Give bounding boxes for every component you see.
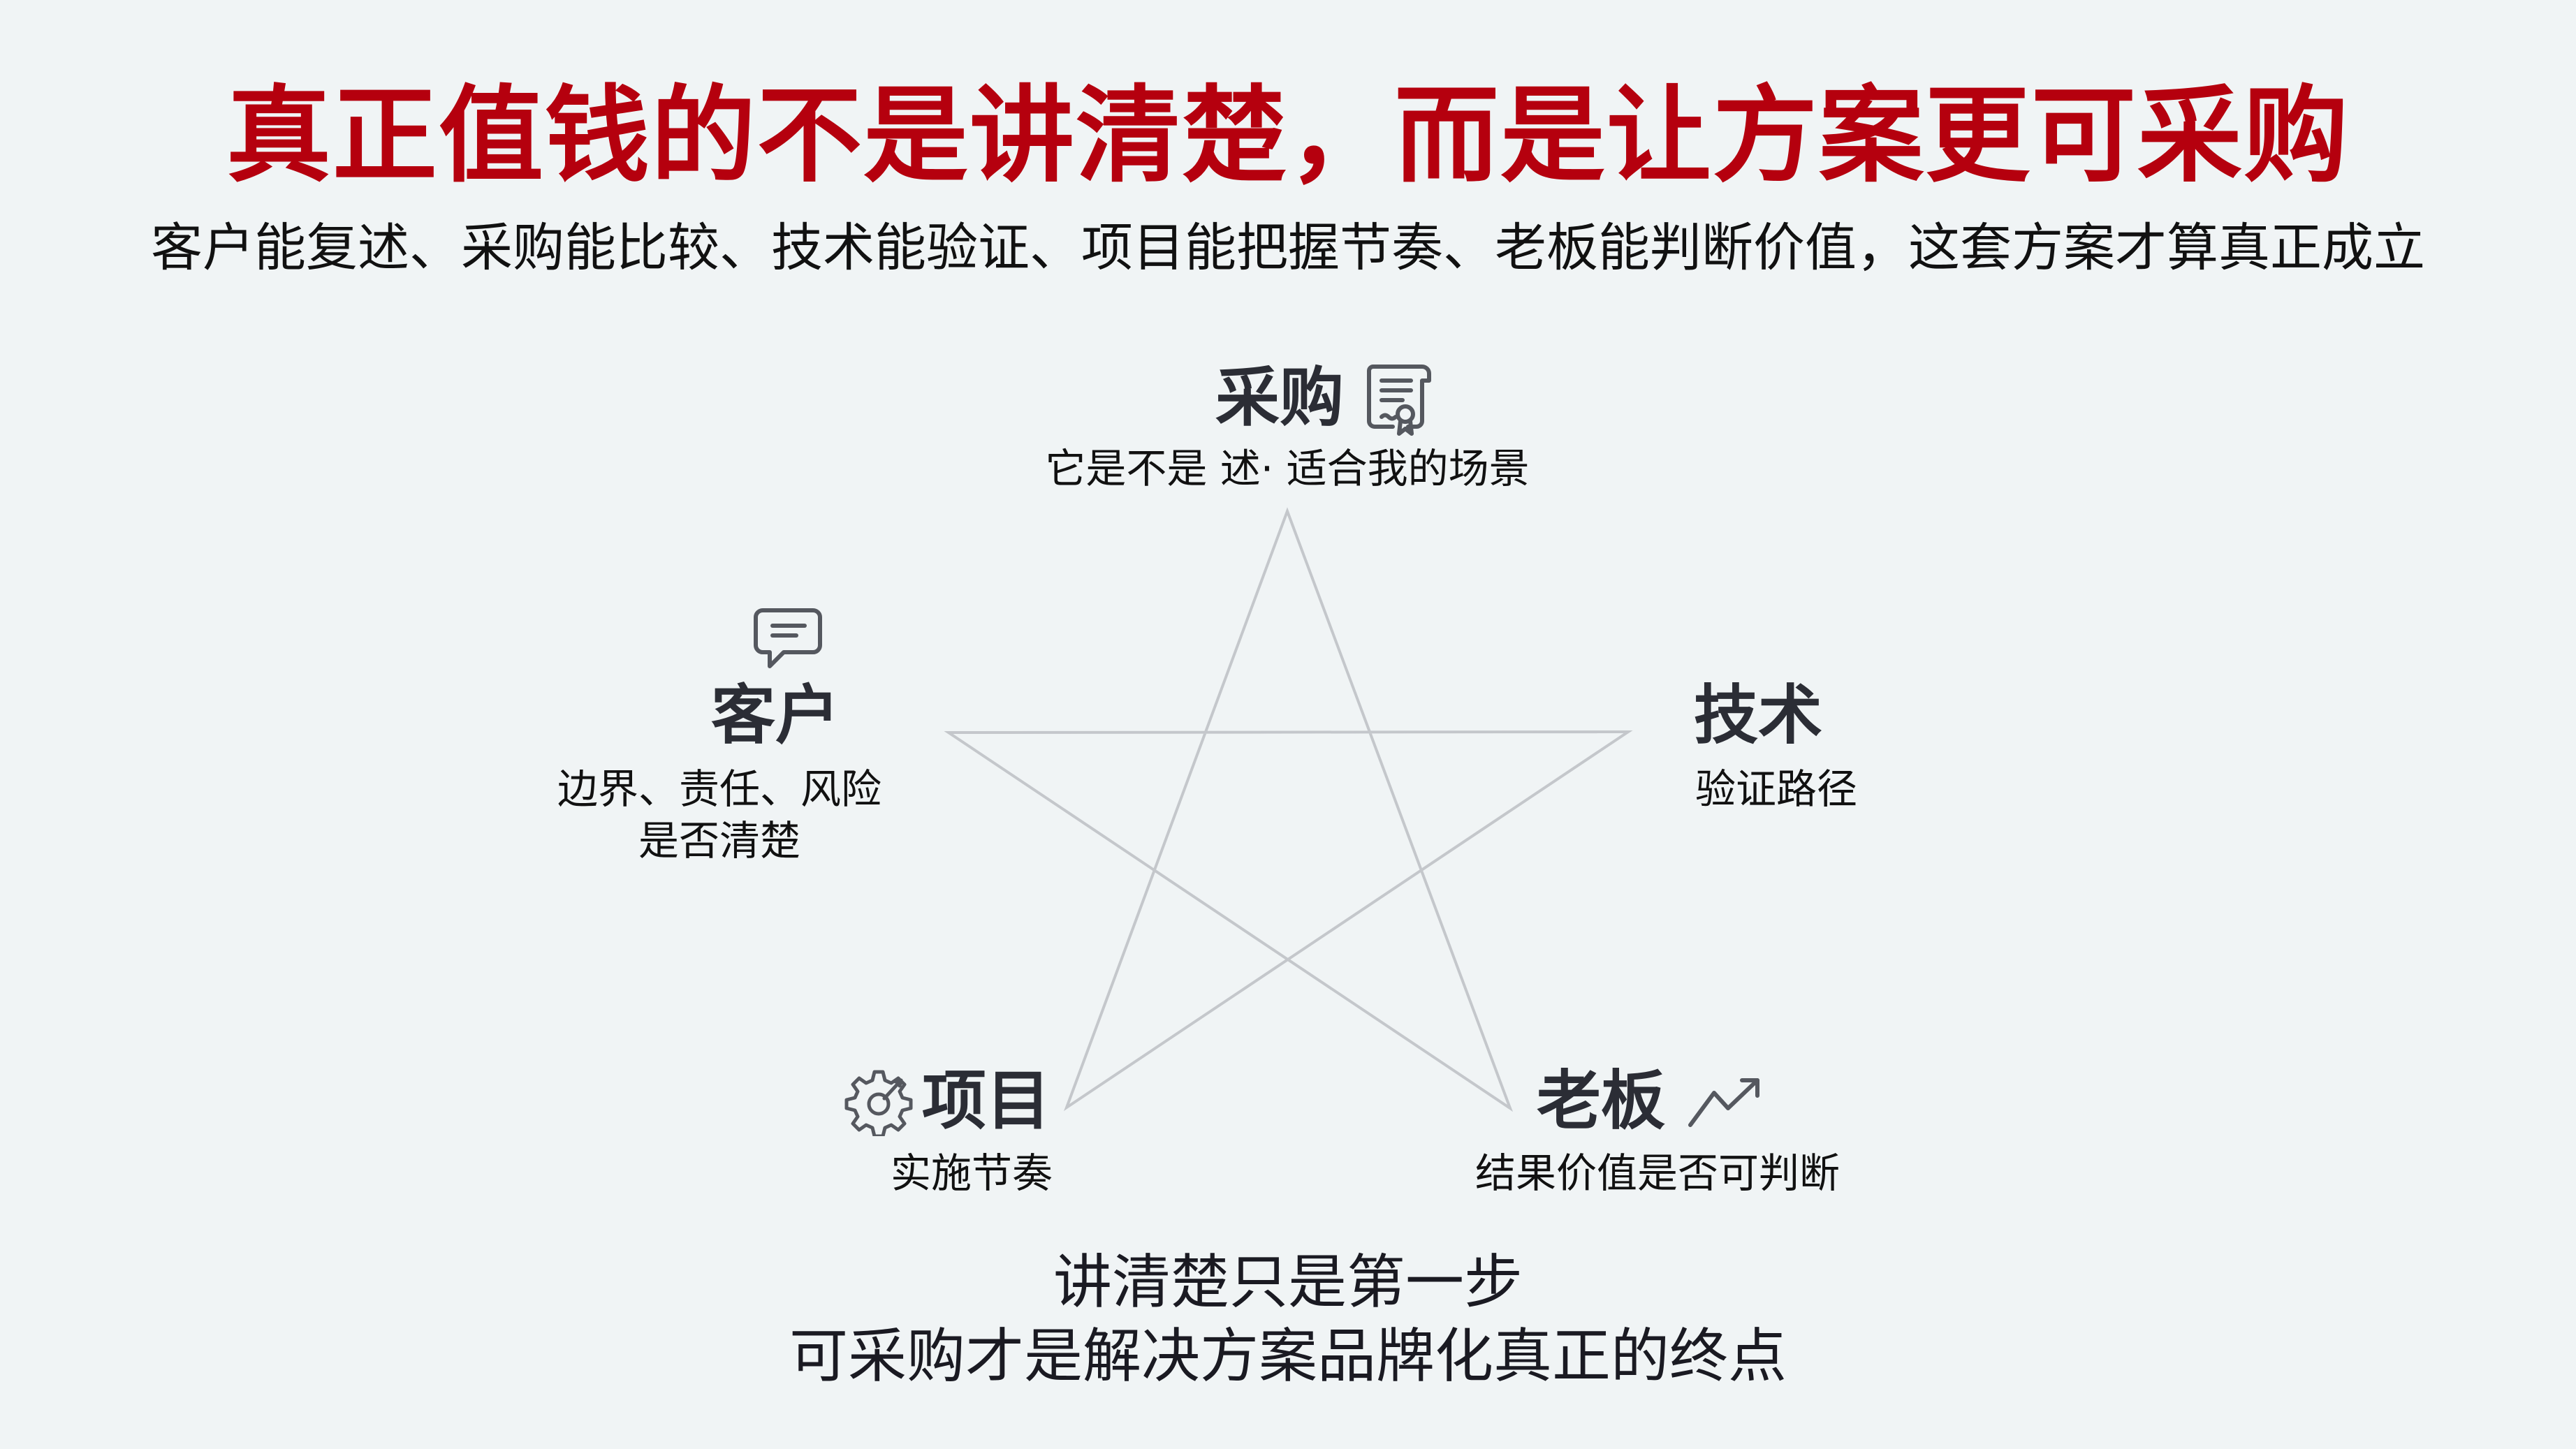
- certificate-icon: [1366, 360, 1436, 436]
- node-boss-desc: 结果价值是否可判断: [1475, 1149, 1840, 1197]
- gear-target-icon: [844, 1066, 914, 1136]
- footer-line2: 可采购才是解决方案品牌化真正的终点: [789, 1322, 1787, 1390]
- node-project: 项目: [844, 1063, 1051, 1140]
- node-boss-title: 老板: [1537, 1064, 1666, 1138]
- page-title: 真正值钱的不是讲清楚，而是让方案更可采购: [226, 75, 2350, 197]
- chat-bubble-icon: [753, 606, 823, 673]
- node-project-desc: 实施节奏: [891, 1149, 1053, 1197]
- node-technology-title: 技术: [1694, 678, 1823, 753]
- node-customer-desc-line2: 是否清楚: [638, 817, 800, 865]
- node-customer-title: 客户: [710, 678, 840, 753]
- node-procurement-title: 采购: [1215, 360, 1345, 435]
- footer-line1: 讲清楚只是第一步: [1053, 1248, 1523, 1316]
- node-technology-desc: 验证路径: [1695, 765, 1858, 813]
- node-project-title: 项目: [922, 1064, 1051, 1138]
- node-procurement: 采购: [1215, 353, 1436, 443]
- node-boss: 老板: [1537, 1063, 1763, 1140]
- node-procurement-desc: 它是不是 述· 适合我的场景: [1045, 445, 1530, 492]
- trend-up-icon: [1686, 1073, 1763, 1129]
- node-customer-desc-line1: 边界、责任、风险: [557, 765, 881, 813]
- page-subtitle: 客户能复述、采购能比较、技术能验证、项目能把握节奏、老板能判断价值，这套方案才算…: [151, 218, 2425, 278]
